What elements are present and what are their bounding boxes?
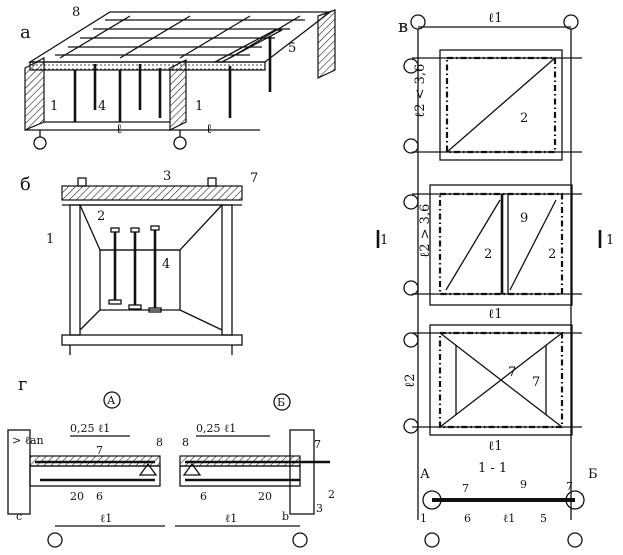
marker-2: 2 [97, 209, 105, 224]
top-span: ℓ1 [488, 11, 503, 26]
slab-rebars [55, 15, 305, 59]
wall-middle [169, 59, 187, 131]
panel-g-label: г [18, 374, 27, 395]
section-title: 1 - 1 [478, 461, 507, 476]
marker-4: 4 [162, 257, 170, 272]
mid-marker-2: 2 [484, 247, 492, 262]
sec-marker-6: 6 [464, 512, 471, 525]
sec-marker-5: 5 [540, 512, 547, 525]
sec-marker-7: 7 [462, 482, 469, 495]
sec-span: ℓ1 [503, 512, 515, 525]
marker-1: 1 [46, 232, 54, 247]
marker-1b: 1 [195, 99, 203, 114]
section-mark-right: 1 [606, 233, 614, 248]
mid-span: ℓ1 [488, 307, 503, 322]
sec-marker-7b: 7 [566, 480, 573, 493]
left-m6: 6 [96, 490, 103, 503]
marker-3: 3 [163, 169, 171, 184]
top-height: ℓ2 < 3,6 [413, 64, 428, 118]
panel-v-label: в [398, 16, 408, 37]
b-label: b [282, 510, 289, 523]
detail-a: А [107, 394, 116, 407]
marker-5: 5 [288, 41, 296, 56]
lower-marker-7b: 7 [532, 375, 540, 390]
panel-a-label: а [20, 22, 31, 43]
marker-7: 7 [250, 171, 258, 186]
right-m20: 20 [258, 490, 272, 503]
column-right [221, 204, 233, 336]
span-l2: ℓ [206, 122, 212, 137]
left-m7: 7 [96, 444, 103, 457]
panel-b: б 3 7 2 1 4 [20, 169, 258, 355]
axis-circle [173, 136, 187, 150]
mid-marker-9: 9 [520, 211, 528, 226]
lower-span: ℓ1 [488, 439, 503, 454]
plate-mid [438, 192, 564, 296]
detail-b: Б [277, 396, 285, 409]
mid-height: ℓ2 > 3,6 [418, 204, 433, 258]
panel-b-label: б [20, 174, 31, 195]
section-letter-b: Б [588, 467, 598, 482]
right-m2: 2 [328, 488, 335, 501]
wall-right [317, 9, 336, 79]
column-left [69, 204, 81, 336]
axis-circle [33, 136, 47, 150]
mid-marker-2b: 2 [548, 247, 556, 262]
left-m20: 20 [70, 490, 84, 503]
props [73, 36, 272, 122]
slab-section [61, 185, 243, 201]
lower-beam [61, 334, 243, 346]
left-anchor: > ℓan [12, 434, 44, 447]
beam-5 [214, 29, 283, 63]
wall-left [24, 57, 45, 131]
marker-8: 8 [72, 5, 80, 20]
left-quarter: 0,25 ℓ1 [70, 422, 110, 435]
section-mark-left: 1 [380, 233, 388, 248]
c-label: c [16, 510, 22, 523]
marker-1: 1 [50, 99, 58, 114]
right-m6: 6 [200, 490, 207, 503]
span-l: ℓ [116, 122, 122, 137]
panel-g: г А Б > ℓan 0,25 ℓ1 7 8 20 6 c ℓ1 0,25 ℓ… [7, 374, 335, 548]
top-marker: 2 [520, 111, 528, 126]
lower-marker-7: 7 [508, 365, 516, 380]
span-right: ℓ1 [225, 512, 237, 525]
left-m8: 8 [156, 436, 163, 449]
panel-v: в ℓ1 ℓ2 < 3,6 2 ℓ2 > 3,6 9 2 2 1 1 [376, 11, 614, 548]
right-m8: 8 [182, 436, 189, 449]
span-left: ℓ1 [100, 512, 112, 525]
panel-a: а [20, 5, 336, 150]
section-letter-a: А [420, 467, 430, 482]
right-quarter: 0,25 ℓ1 [196, 422, 236, 435]
marker-4: 4 [98, 99, 106, 114]
right-m7: 7 [314, 438, 321, 451]
props-b [108, 225, 162, 313]
lower-height: ℓ2 [403, 374, 418, 389]
sec-marker-9: 9 [520, 478, 527, 491]
right-m3: 3 [316, 502, 323, 515]
sec-marker-1: 1 [420, 512, 427, 525]
